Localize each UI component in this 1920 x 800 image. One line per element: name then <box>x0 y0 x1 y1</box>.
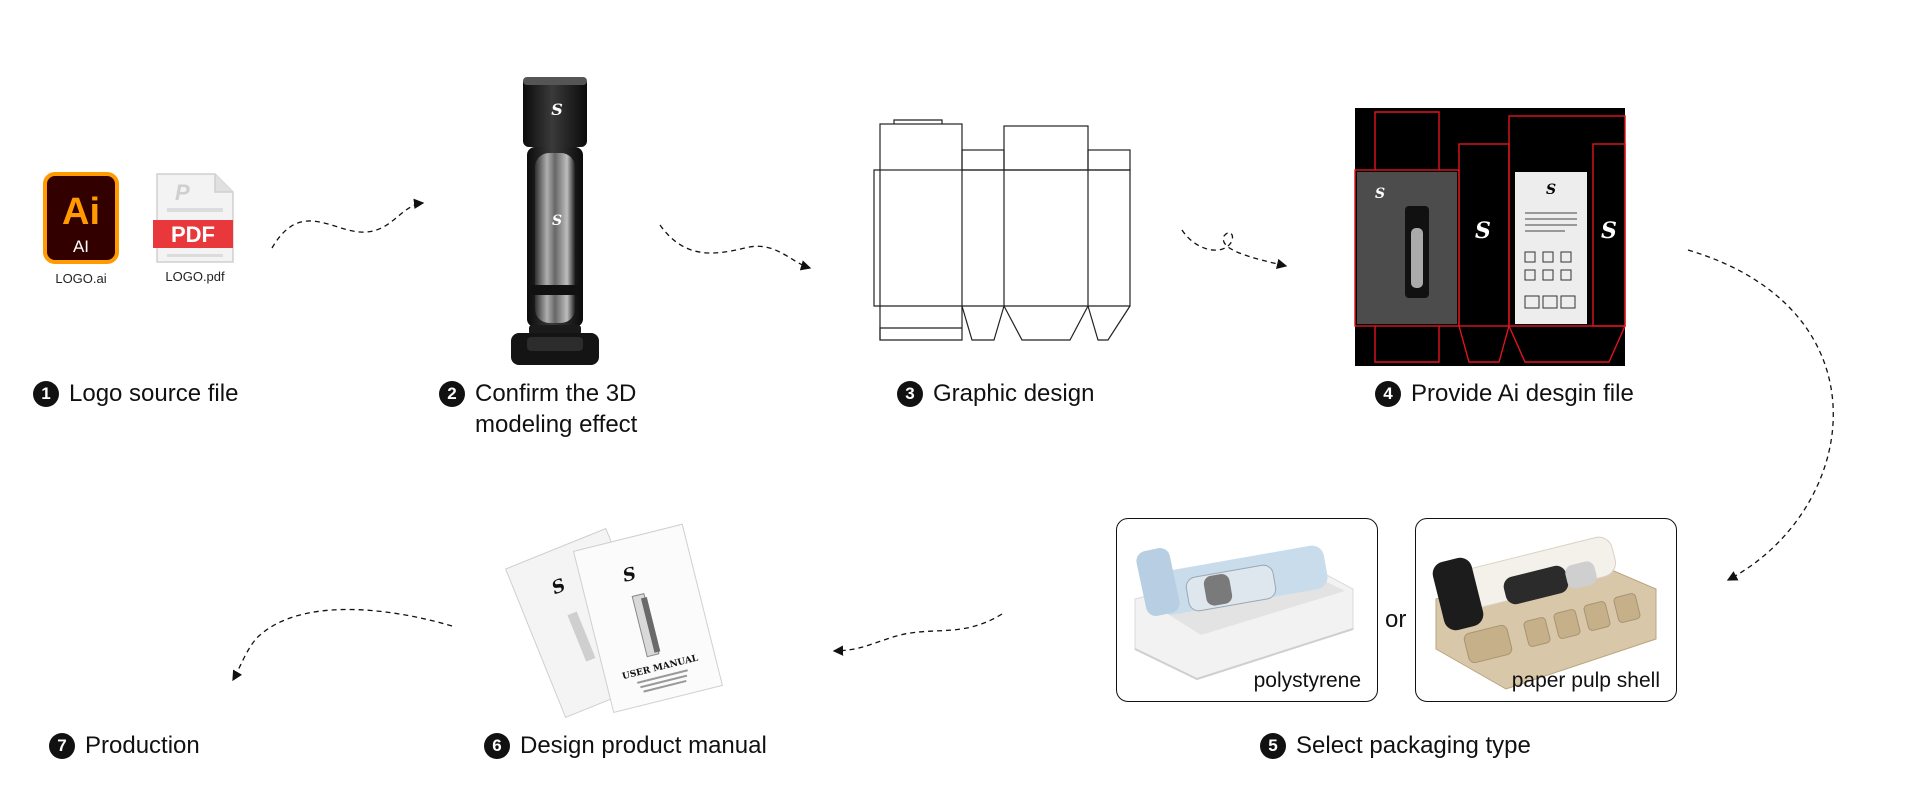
svg-text:S: S <box>621 563 639 587</box>
svg-text:S: S <box>1546 182 1556 198</box>
product-manual-booklets: S S USER MANUAL <box>505 523 723 719</box>
soda-machine-render: S S <box>511 77 599 365</box>
step-5-number: 5 <box>1260 732 1286 759</box>
paper-pulp-label: paper pulp shell <box>1511 669 1660 692</box>
arrow-6-to-7 <box>232 608 453 682</box>
step-2-number: 2 <box>439 380 465 407</box>
svg-text:S: S <box>1601 218 1617 244</box>
packaging-option-polystyrene[interactable]: polystyrene <box>1116 518 1378 702</box>
step-1-number: 1 <box>33 380 59 407</box>
pdf-file-icon: P PDF <box>153 173 234 263</box>
or-separator: or <box>1385 606 1407 633</box>
step-6-number: 6 <box>484 732 510 759</box>
arrow-5-to-6 <box>832 613 1003 656</box>
svg-text:S: S <box>1375 186 1385 202</box>
ai-file-icon: Ai AI <box>43 172 119 264</box>
arrow-3-to-4 <box>1181 229 1288 269</box>
pdf-file-name: LOGO.pdf <box>165 269 225 284</box>
ai-file-name: LOGO.ai <box>55 271 107 286</box>
polystyrene-label: polystyrene <box>1253 669 1361 692</box>
ai-file[interactable]: Ai AI LOGO.ai <box>43 172 119 286</box>
polystyrene-tray-image <box>1134 545 1354 681</box>
step-7-number: 7 <box>49 732 75 759</box>
soda-logo-top: S <box>551 100 563 119</box>
svg-text:PDF: PDF <box>171 222 215 247</box>
arrow-2-to-3 <box>659 224 812 271</box>
packaging-option-paper-pulp[interactable]: paper pulp shell <box>1415 518 1677 702</box>
ai-design-file-preview: S S S S <box>1354 108 1626 366</box>
step-3-number: 3 <box>897 380 923 407</box>
step-4-number: 4 <box>1375 380 1401 407</box>
arrow-1-to-2 <box>271 198 425 249</box>
pdf-file[interactable]: P PDF LOGO.pdf <box>153 170 237 284</box>
svg-text:S: S <box>1475 218 1491 244</box>
svg-text:AI: AI <box>73 237 89 256</box>
paper-pulp-tray-image <box>1432 536 1657 690</box>
soda-logo-bottle: S <box>552 213 562 229</box>
svg-text:P: P <box>175 180 190 205</box>
arrow-4-to-5 <box>1687 249 1834 581</box>
box-dieline-outline <box>873 119 1131 341</box>
svg-text:Ai: Ai <box>62 191 100 233</box>
